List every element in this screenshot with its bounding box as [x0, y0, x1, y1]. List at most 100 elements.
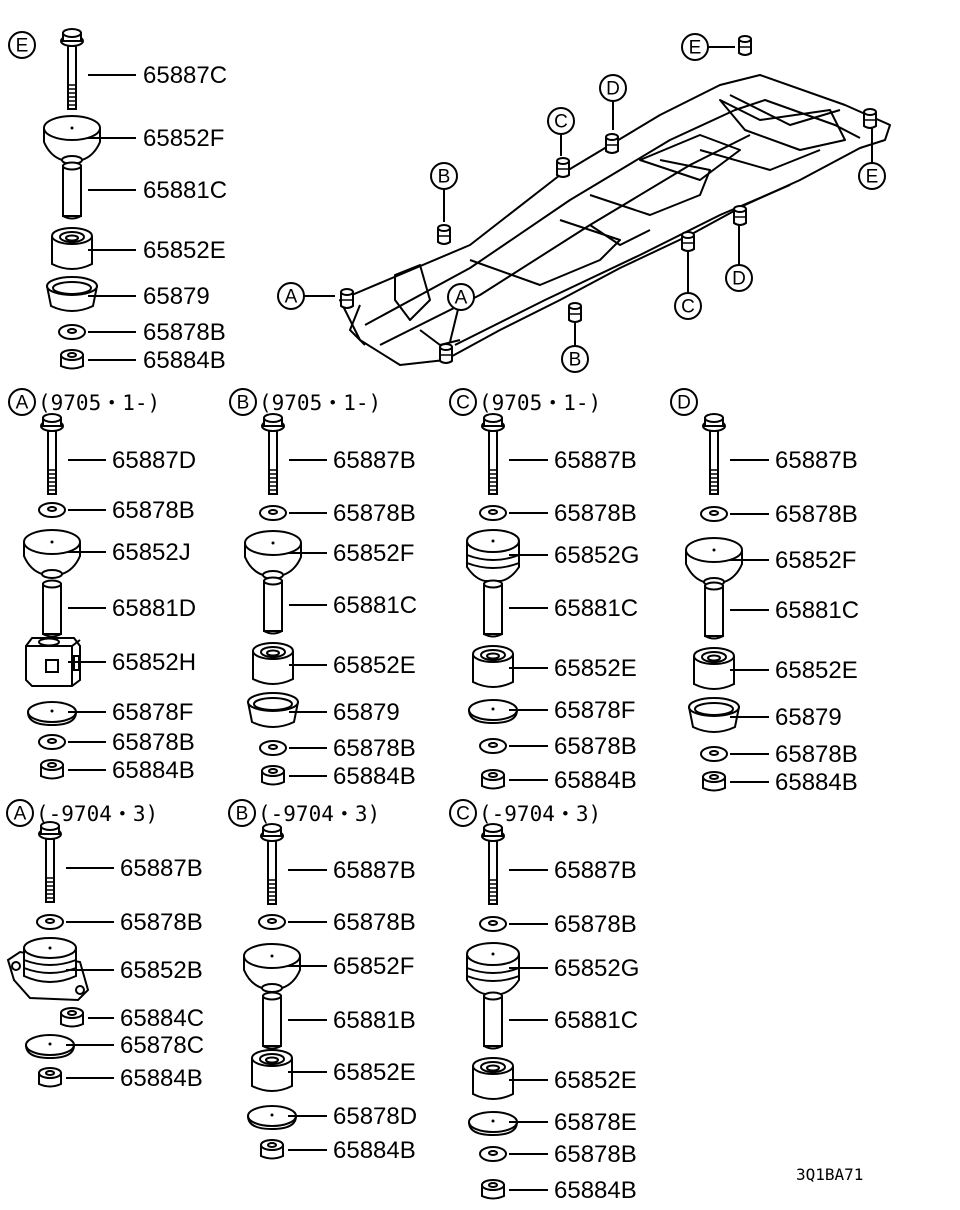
- part-number-label: 65884B: [112, 757, 195, 784]
- frame-rail: [394, 264, 431, 321]
- plate-part: [468, 699, 518, 725]
- part-number-label: 65878F: [554, 697, 635, 724]
- frame-rail: [699, 149, 821, 171]
- figure-id: 3Q1BA71: [796, 1165, 863, 1184]
- collar-part: [262, 991, 282, 1050]
- section-marker-c: C: [449, 799, 477, 827]
- frame-rail: [589, 159, 711, 216]
- frame-mount-point: [863, 108, 877, 129]
- frame-rail: [454, 184, 791, 346]
- svg-text:D: D: [677, 393, 691, 414]
- retainer-part: [688, 697, 740, 733]
- frame-mount-point: [738, 35, 752, 56]
- bushing-part: [472, 1057, 514, 1100]
- ribbed-cushion-part: [466, 942, 520, 995]
- nut-part: [261, 765, 285, 786]
- part-number-label: 65878B: [143, 319, 226, 346]
- part-number-label: 65881C: [554, 1007, 638, 1034]
- part-number-label: 65881C: [333, 592, 417, 619]
- part-number-label: 65852E: [554, 655, 637, 682]
- part-number-label: 65887B: [775, 447, 858, 474]
- part-number-label: 65852J: [112, 539, 191, 566]
- plate-part: [27, 701, 77, 727]
- section-marker-d: D: [670, 388, 698, 416]
- part-number-label: 65879: [333, 699, 400, 726]
- svg-text:D: D: [606, 79, 620, 100]
- frame-marker-c: C: [674, 292, 702, 320]
- part-number-label: 65852E: [775, 657, 858, 684]
- washer-part: [259, 505, 287, 521]
- svg-text:C: C: [681, 297, 695, 318]
- plate-part: [247, 1105, 297, 1131]
- frame-marker-d: D: [599, 74, 627, 102]
- part-number-label: 65887B: [333, 447, 416, 474]
- washer-part: [259, 740, 287, 756]
- nut-part: [40, 759, 64, 780]
- section-marker-b: B: [228, 799, 256, 827]
- part-number-label: 65887B: [554, 857, 637, 884]
- washer-part: [36, 914, 64, 930]
- frame-rail: [639, 134, 741, 181]
- part-number-label: 65884B: [333, 763, 416, 790]
- svg-text:B: B: [236, 804, 249, 825]
- part-number-label: 65878B: [120, 909, 203, 936]
- frame-marker-b: B: [430, 162, 458, 190]
- part-number-label: 65881C: [554, 595, 638, 622]
- cushion-cap-part: [685, 537, 743, 587]
- part-number-label: 65884B: [775, 769, 858, 796]
- svg-text:C: C: [554, 112, 568, 133]
- part-number-label: 65852G: [554, 542, 639, 569]
- part-number-label: 65881D: [112, 595, 196, 622]
- collar-part: [62, 161, 82, 220]
- part-number-label: 65878D: [333, 1103, 417, 1130]
- part-number-label: 65881C: [143, 177, 227, 204]
- part-number-label: 65878B: [333, 909, 416, 936]
- section-marker-b: B: [229, 388, 257, 416]
- part-number-label: 65852H: [112, 649, 196, 676]
- washer-part: [700, 506, 728, 522]
- part-number-label: 65878B: [333, 500, 416, 527]
- cushion-cap-part: [23, 529, 81, 579]
- frame-marker-d: D: [725, 264, 753, 292]
- part-number-label: 65879: [775, 704, 842, 731]
- nut-part: [38, 1067, 62, 1088]
- washer-part: [479, 738, 507, 754]
- svg-text:A: A: [14, 804, 27, 825]
- washer-part: [258, 914, 286, 930]
- part-number-label: 65852E: [554, 1067, 637, 1094]
- bushing-part: [472, 645, 514, 688]
- washer-part: [479, 1146, 507, 1162]
- svg-text:D: D: [732, 269, 746, 290]
- collar-part: [704, 581, 724, 640]
- svg-text:B: B: [237, 393, 250, 414]
- section-date-range: (-9704・3): [36, 802, 158, 826]
- frame-marker-e: E: [858, 162, 886, 190]
- washer-part: [58, 324, 86, 340]
- washer-part: [700, 746, 728, 762]
- bolt-part: [261, 413, 285, 495]
- part-number-label: 65878B: [554, 1141, 637, 1168]
- part-number-label: 65879: [143, 283, 210, 310]
- nut-part: [260, 1139, 284, 1160]
- bushing-part: [252, 642, 294, 685]
- plate-part: [25, 1034, 75, 1060]
- part-number-label: 65878C: [120, 1032, 204, 1059]
- frame-mount-point: [556, 157, 570, 178]
- part-number-label: 65852F: [775, 547, 856, 574]
- svg-text:C: C: [456, 804, 470, 825]
- part-number-label: 65878B: [112, 729, 195, 756]
- part-number-label: 65884B: [120, 1065, 203, 1092]
- frame-rail: [419, 329, 461, 346]
- bolt-part: [702, 413, 726, 495]
- section-marker-c: C: [449, 388, 477, 416]
- frame-rail: [364, 99, 861, 326]
- part-number-label: 65887B: [554, 447, 637, 474]
- frame-rail: [469, 219, 621, 286]
- square-bushing-part: [25, 637, 81, 687]
- part-number-label: 65884B: [333, 1137, 416, 1164]
- bolt-part: [40, 413, 64, 495]
- bushing-part: [251, 1049, 293, 1092]
- nut-part: [60, 1007, 84, 1028]
- washer-part: [38, 734, 66, 750]
